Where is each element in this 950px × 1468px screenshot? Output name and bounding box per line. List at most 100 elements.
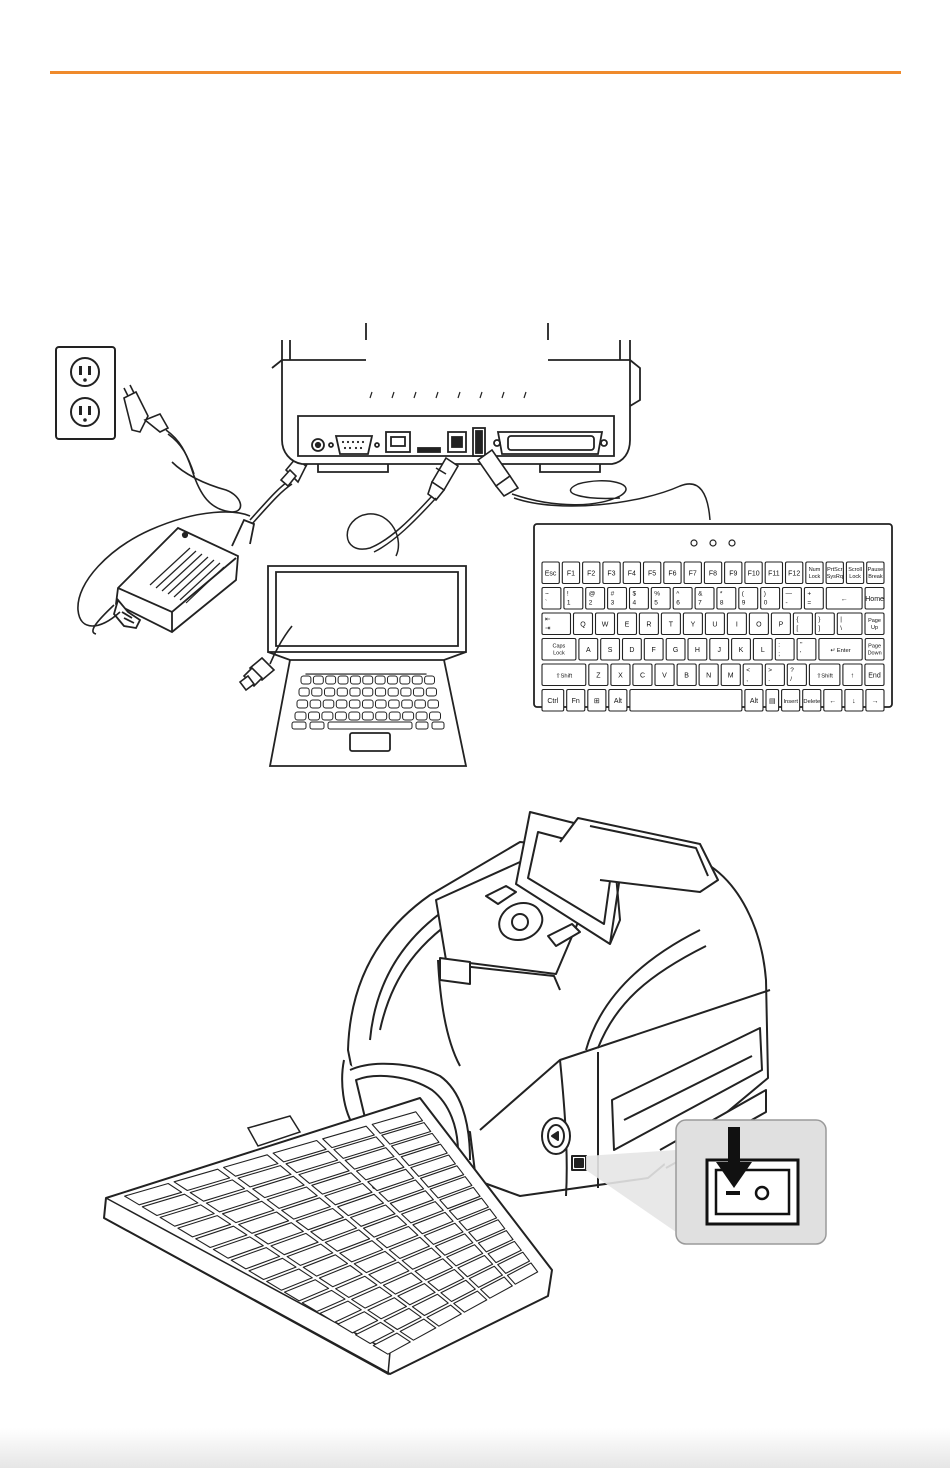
power-plug-icon	[123, 384, 242, 513]
key-label: |	[840, 616, 842, 623]
key-label: Lock	[553, 651, 565, 657]
key-label: Insert	[783, 699, 798, 705]
keyboard-key	[414, 1258, 453, 1281]
power-adapter-icon	[113, 518, 256, 634]
laptop-key	[335, 699, 348, 709]
key-label: F6	[668, 571, 676, 578]
keyboard-key: D	[621, 637, 642, 661]
key-label: F8	[709, 571, 717, 578]
keyboard-key	[477, 1230, 514, 1253]
key-label: F5	[648, 571, 656, 578]
keyboard-key	[362, 1215, 408, 1238]
laptop-key	[388, 699, 400, 709]
keyboard-key: N	[698, 663, 719, 687]
key-label: W	[602, 622, 609, 629]
keyboard-key	[458, 1208, 498, 1231]
keyboard-key: I	[726, 612, 747, 636]
keyboard-key	[335, 1275, 378, 1298]
key-label: F3	[607, 571, 615, 578]
key-label: [	[796, 625, 798, 632]
keyboard-key: A	[578, 637, 599, 661]
keyboard-key: ?/	[786, 663, 807, 687]
keyboard-key	[344, 1147, 395, 1170]
laptop-key	[334, 711, 347, 721]
laptop-key	[337, 675, 349, 685]
keyboard-key	[254, 1222, 304, 1245]
keyboard-key	[446, 1244, 484, 1267]
key-label: *	[720, 591, 723, 598]
keyboard-key: ⊞	[587, 688, 607, 712]
laptop-key	[402, 711, 415, 721]
key-label: ▤	[769, 698, 776, 705]
key-label: G	[673, 647, 678, 654]
key-label: =	[807, 600, 811, 607]
keyboard-key	[419, 1165, 465, 1188]
key-label: !	[567, 591, 569, 598]
keyboard-key	[339, 1240, 384, 1263]
keyboard-key: }]	[814, 612, 835, 636]
wall-outlet-icon	[55, 346, 116, 440]
keyboard-key	[378, 1179, 425, 1202]
keyboard-key	[381, 1122, 432, 1145]
key-label: ?	[790, 667, 794, 674]
keyboard-key: <,	[742, 663, 763, 687]
key-label: F1	[567, 571, 575, 578]
key-label: Caps	[552, 644, 565, 650]
keyboard-key: ⇧Shift	[541, 663, 587, 687]
key-label: Delete	[803, 699, 820, 705]
keyboard-indicator-light	[690, 539, 698, 547]
key-label: Page	[868, 644, 881, 650]
keyboard-key: O	[748, 612, 769, 636]
key-label: \	[840, 625, 842, 632]
key-label: C	[640, 673, 645, 680]
keyboard-key	[400, 1143, 448, 1167]
laptop-key	[424, 675, 436, 685]
laptop-key	[431, 721, 445, 730]
keyboard-key	[355, 1321, 395, 1345]
keyboard-key	[301, 1289, 346, 1313]
keyboard-key	[355, 1157, 405, 1181]
keyboard-key: S	[600, 637, 621, 661]
key-label: `	[545, 600, 547, 607]
key-label: $	[633, 591, 637, 598]
key-label: D	[629, 647, 634, 654]
laptop-key	[414, 699, 426, 709]
key-label: ]	[818, 625, 820, 632]
laptop-key	[413, 687, 425, 697]
laptop-key	[312, 675, 324, 685]
laptop-key	[388, 711, 401, 721]
keyboard-key: ←	[823, 688, 843, 712]
laptop-key	[399, 675, 411, 685]
key-label: Z	[596, 673, 601, 680]
keyboard-key	[270, 1232, 319, 1256]
key-label: F12	[788, 571, 800, 578]
key-label: ←	[841, 596, 848, 603]
keyboard-key: {[	[792, 612, 813, 636]
keyboard-key: |\	[836, 612, 863, 636]
key-label: {	[796, 616, 799, 623]
key-label: +	[807, 591, 811, 598]
key-label: <	[746, 667, 750, 674]
key-label: 4	[633, 600, 637, 607]
keyboard-key	[337, 1311, 379, 1334]
laptop-key	[387, 687, 399, 697]
laptop-key	[415, 721, 429, 730]
data-cables	[346, 480, 711, 557]
keyboard-key	[302, 1254, 349, 1277]
keyboard-key: ⇤⇥	[541, 612, 572, 636]
keyboard-key	[367, 1168, 415, 1192]
keyboard-key	[429, 1176, 473, 1199]
keyboard-key	[411, 1293, 449, 1317]
key-label: ⊞	[594, 698, 600, 705]
keyboard-key: L	[752, 637, 773, 661]
keyboard-key	[286, 1243, 334, 1266]
key-label: PrtScr	[827, 567, 842, 573]
keyboard-key	[457, 1254, 494, 1278]
header-rule	[50, 71, 901, 74]
keyboard-key	[237, 1165, 292, 1188]
key-label: F7	[689, 571, 697, 578]
